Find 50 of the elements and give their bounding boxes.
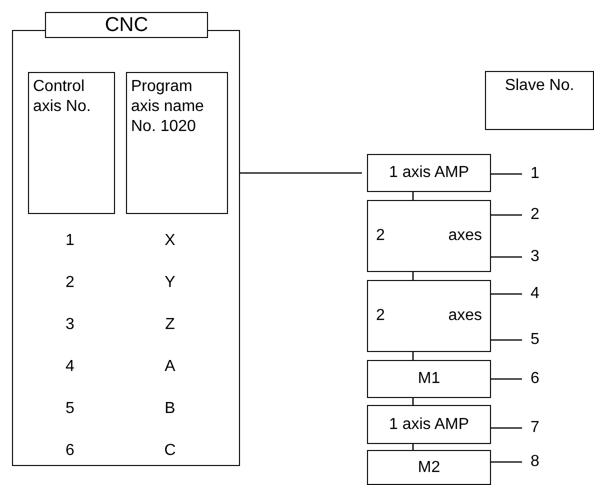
unit-box (367, 154, 491, 192)
box-text: 2 (376, 306, 385, 326)
connector-line (490, 461, 522, 463)
axis-name: Y (164, 273, 176, 293)
axis-name: Z (164, 315, 176, 335)
connector-line (490, 378, 522, 380)
axis-number: 4 (64, 357, 76, 377)
connector-line (490, 293, 522, 295)
unit-box (367, 360, 491, 398)
box-text: Program axis name No. 1020 (130, 77, 205, 137)
unit-box (367, 200, 491, 272)
slave-number: 1 (530, 164, 540, 184)
axis-number: 2 (64, 273, 76, 293)
axis-name: A (164, 357, 176, 377)
title-tab: CNC (45, 12, 208, 38)
unit-box (367, 405, 491, 444)
axis-number: 5 (64, 399, 76, 419)
box-text: Slave No. (504, 76, 576, 96)
slave-number: 7 (530, 418, 540, 438)
axis-number: 3 (64, 315, 76, 335)
box-text: M2 (416, 458, 442, 478)
unit-box (367, 450, 491, 485)
axis-number: 1 (64, 231, 76, 251)
connector-line (239, 172, 362, 174)
unit-box (367, 280, 491, 352)
connector-line (490, 214, 522, 216)
box-text: M1 (416, 369, 442, 389)
unit-box (126, 72, 228, 214)
connector-line (490, 173, 522, 175)
axis-number: 6 (64, 441, 76, 461)
box-text: 1 axis AMP (388, 414, 470, 434)
slave-number: 5 (530, 330, 540, 350)
connector-line (490, 427, 522, 429)
slave-number: 6 (530, 369, 540, 389)
slave-number: 8 (530, 452, 540, 472)
slave-number: 3 (530, 247, 540, 267)
axis-name: X (164, 231, 176, 251)
unit-box (485, 71, 594, 130)
axis-name: B (164, 399, 176, 419)
slave-number: 4 (530, 284, 540, 304)
connector-line (490, 256, 522, 258)
box-text: axes (448, 226, 482, 246)
box-text: axes (448, 306, 482, 326)
unit-box (28, 72, 115, 214)
box-text: 1 axis AMP (388, 163, 470, 183)
box-text: 2 (376, 226, 385, 246)
connector-line (490, 339, 522, 341)
box-text: Control axis No. (32, 77, 92, 117)
slave-number: 2 (530, 205, 540, 225)
axis-name: C (163, 441, 177, 461)
